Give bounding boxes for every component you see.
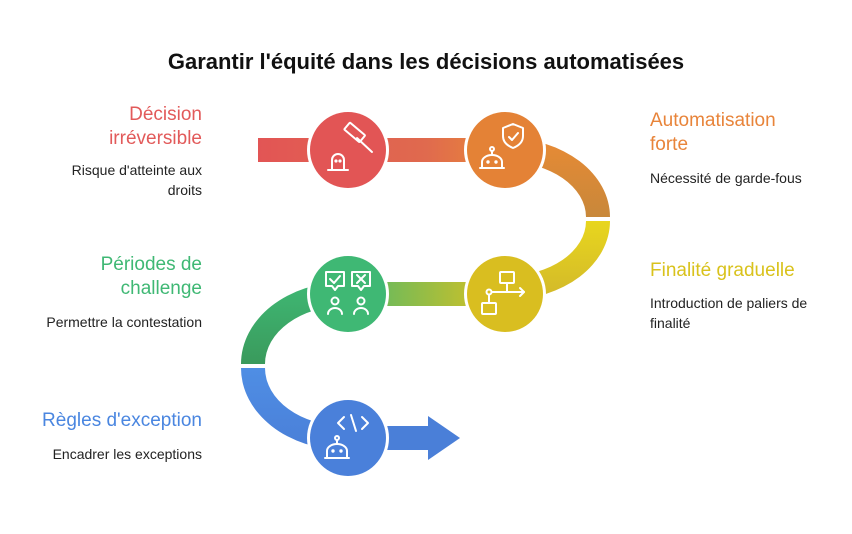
step-circle-4 bbox=[307, 253, 389, 335]
step-2-desc-line-1: Nécessité de garde-fous bbox=[650, 170, 802, 186]
step-circle-2 bbox=[464, 109, 546, 191]
step-4-description: Permettre la contestation bbox=[20, 312, 202, 332]
step-1-label-line-2: irréversible bbox=[109, 128, 202, 149]
step-2-label-line-1: Automatisation bbox=[650, 110, 776, 131]
step-3-label: Finalité graduelle bbox=[650, 259, 840, 283]
people-vote-icon bbox=[325, 271, 371, 315]
step-1-label: Décision irréversible bbox=[20, 103, 202, 151]
step-3-desc-line-1: Introduction de paliers de bbox=[650, 295, 808, 311]
step-4-desc-line-1: Permettre la contestation bbox=[46, 314, 202, 330]
step-1-label-line-1: Décision bbox=[129, 104, 202, 125]
step-circle-5 bbox=[307, 397, 389, 479]
robot-code-icon bbox=[324, 414, 369, 459]
step-4-label-line-2: challenge bbox=[120, 278, 202, 299]
step-circle-1 bbox=[307, 109, 389, 191]
step-5-description: Encadrer les exceptions bbox=[20, 444, 202, 464]
step-3-desc-line-2: finalité bbox=[650, 315, 691, 331]
step-2-label: Automatisation forte bbox=[650, 109, 840, 157]
step-2-label-line-2: forte bbox=[650, 134, 689, 155]
step-5-desc-line-1: Encadrer les exceptions bbox=[52, 446, 202, 462]
step-4-label: Périodes de challenge bbox=[20, 253, 202, 301]
gavel-icon bbox=[327, 121, 373, 171]
page-title: Garantir l'équité dans les décisions aut… bbox=[167, 49, 685, 74]
step-1-desc-line-1: Risque d'atteinte aux bbox=[71, 162, 202, 178]
step-circle-3 bbox=[464, 253, 546, 335]
step-3-description: Introduction de paliers de finalité bbox=[650, 293, 840, 333]
step-1-description: Risque d'atteinte aux droits bbox=[20, 160, 202, 200]
step-4-label-line-1: Périodes de bbox=[100, 254, 202, 275]
step-5-label: Règles d'exception bbox=[20, 409, 202, 433]
step-2-description: Nécessité de garde-fous bbox=[650, 168, 840, 188]
step-3-label-line-1: Finalité graduelle bbox=[650, 260, 795, 281]
arrow-head bbox=[428, 416, 460, 460]
step-1-desc-line-2: droits bbox=[167, 182, 202, 198]
robot-shield-icon bbox=[479, 123, 524, 169]
step-5-label-line-1: Règles d'exception bbox=[42, 410, 202, 431]
flowchart-icon bbox=[481, 271, 525, 315]
